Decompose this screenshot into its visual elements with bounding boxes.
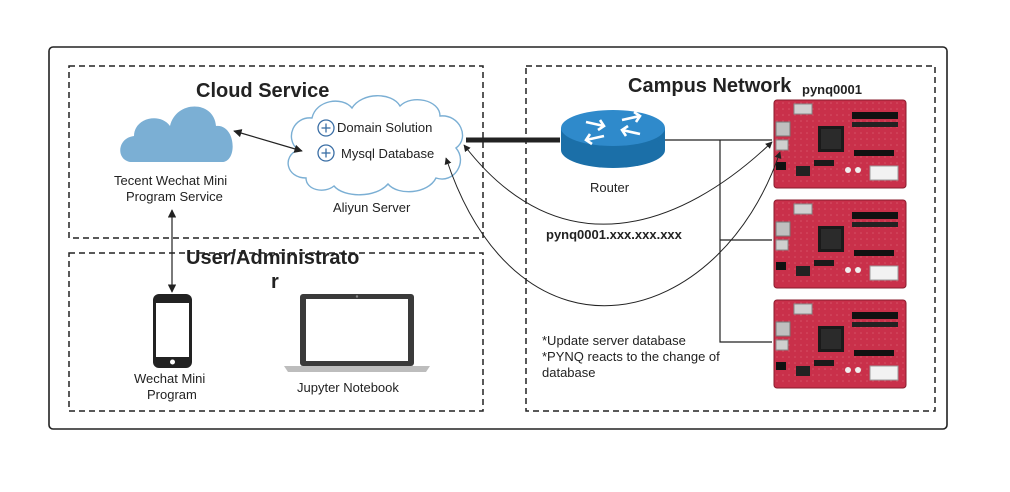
cloud-service-title: Cloud Service [196,80,330,102]
jupyter-label: Jupyter Notebook [297,380,399,395]
note-line1: *Update server database [542,333,686,348]
mysql-database-label: Mysql Database [341,146,435,161]
db-board-link-upper [463,141,773,225]
user-admin-title-line1: User/Administrato [186,247,360,269]
phone-icon [153,294,192,368]
tencent-aliyun-link [233,129,303,153]
pynq-board [773,299,907,389]
router-icon [561,110,665,168]
pynq-board [773,99,907,189]
note-line2: *PYNQ reacts to the change of [542,349,720,364]
cloud-icon [120,106,233,162]
wechat-label-line1: Wechat Mini [134,371,206,386]
pynq-board [773,199,907,289]
campus-network-box [525,65,936,412]
note-line3: database [542,365,596,380]
router-board-links [665,139,772,343]
user-admin-title-line2: r [271,271,279,293]
wechat-label-line2: Program [147,387,197,402]
domain-solution-label: Domain Solution [337,120,433,135]
aliyun-cloud-outline [287,95,464,196]
db-board-link-lower [444,151,782,307]
tencent-label-line1: Tecent Wechat Mini [114,173,228,188]
aliyun-server-label: Aliyun Server [333,200,411,215]
campus-network-title: Campus Network [628,75,792,97]
board-name-label: pynq0001 [802,82,862,97]
tencent-label-line2: Program Service [126,189,223,204]
user-admin-box [68,252,484,412]
ip-address-label: pynq0001.xxx.xxx.xxx [546,227,682,242]
router-label: Router [590,180,630,195]
outer-frame [48,46,948,430]
add-icon [317,119,335,137]
laptop-icon [284,294,430,372]
add-icon [317,144,335,162]
